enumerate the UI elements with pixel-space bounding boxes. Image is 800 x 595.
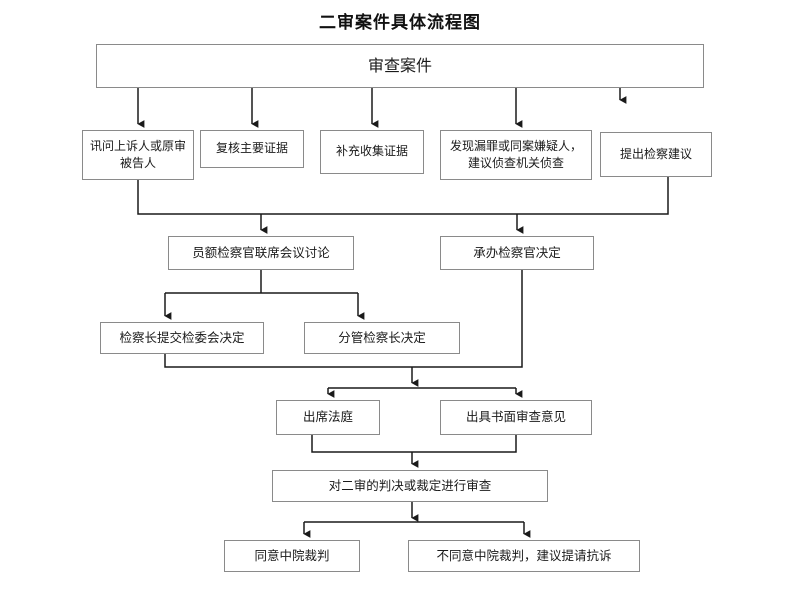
node-handling-prosecutor-decision[interactable]: 承办检察官决定 xyxy=(440,236,594,270)
node-label: 讯问上诉人或原审被告人 xyxy=(89,138,186,170)
node-label: 补充收集证据 xyxy=(335,144,408,159)
node-deputy-chief-decision[interactable]: 分管检察长决定 xyxy=(304,322,460,354)
node-label: 不同意中院裁判，建议提请抗诉 xyxy=(436,547,612,563)
node-label: 出席法庭 xyxy=(302,409,353,425)
node-agree-with-ruling[interactable]: 同意中院裁判 xyxy=(224,540,360,572)
node-label: 复核主要证据 xyxy=(215,141,288,156)
node-discover-omitted-crime[interactable]: 发现漏罪或同案嫌疑人，建议侦查机关侦查 xyxy=(440,130,592,180)
node-review-key-evidence[interactable]: 复核主要证据 xyxy=(200,130,304,168)
node-label: 检察长提交检委会决定 xyxy=(119,329,245,345)
node-review-case[interactable]: 审查案件 xyxy=(96,44,704,88)
node-label: 员额检察官联席会议讨论 xyxy=(192,244,330,260)
node-issue-procuratorial-suggestion[interactable]: 提出检察建议 xyxy=(600,132,712,177)
node-label: 对二审的判决或裁定进行审查 xyxy=(328,477,492,493)
node-label: 承办检察官决定 xyxy=(473,244,561,260)
node-label: 提出检察建议 xyxy=(619,146,692,161)
node-disagree-recommend-protest[interactable]: 不同意中院裁判，建议提请抗诉 xyxy=(408,540,640,572)
node-chief-submits-to-committee[interactable]: 检察长提交检委会决定 xyxy=(100,322,264,354)
page-title: 二审案件具体流程图 xyxy=(319,13,481,33)
node-label: 审查案件 xyxy=(367,56,432,76)
node-label: 出具书面审查意见 xyxy=(465,409,566,425)
edge-row5-merge xyxy=(311,435,517,453)
node-interrogate-appellant[interactable]: 讯问上诉人或原审被告人 xyxy=(82,130,194,180)
node-attend-court[interactable]: 出席法庭 xyxy=(276,400,380,435)
node-collect-additional-evidence[interactable]: 补充收集证据 xyxy=(320,130,424,174)
node-label: 分管检察长决定 xyxy=(338,329,426,345)
edge-bus-a xyxy=(137,177,669,215)
node-review-second-instance-judgment[interactable]: 对二审的判决或裁定进行审查 xyxy=(272,470,548,502)
node-written-review-opinion[interactable]: 出具书面审查意见 xyxy=(440,400,592,435)
node-label: 发现漏罪或同案嫌疑人，建议侦查机关侦查 xyxy=(449,138,582,170)
node-label: 同意中院裁判 xyxy=(254,547,330,563)
node-joint-prosecutor-meeting[interactable]: 员额检察官联席会议讨论 xyxy=(168,236,354,270)
